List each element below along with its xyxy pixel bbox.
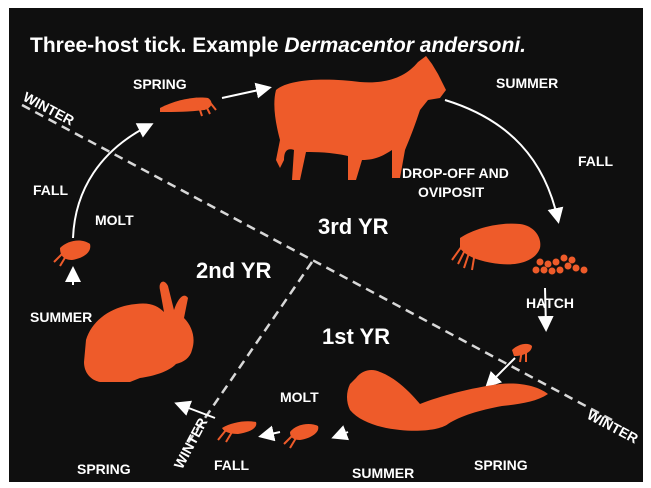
rabbit-host-icon bbox=[84, 282, 194, 382]
label-molt-bottom: MOLT bbox=[280, 389, 319, 405]
arrow-nymph-to-cow bbox=[222, 88, 268, 98]
label-winter-bottom-left: WINTER bbox=[171, 415, 211, 471]
label-hatch: HATCH bbox=[526, 295, 574, 311]
label-summer-left: SUMMER bbox=[30, 309, 92, 325]
nymph-tick-bottom-icon bbox=[218, 421, 256, 442]
label-summer-top: SUMMER bbox=[496, 75, 558, 91]
label-molt-left: MOLT bbox=[95, 212, 134, 228]
diagram-title: Three-host tick. Example Dermacentor and… bbox=[30, 34, 526, 57]
molting-tick-bottom-icon bbox=[284, 424, 318, 448]
year-label-third: 3rd YR bbox=[318, 214, 389, 239]
nymph-tick-top-icon bbox=[160, 97, 216, 116]
squirrel-host-icon bbox=[347, 370, 548, 431]
year-label-first: 1st YR bbox=[322, 324, 390, 349]
label-fall-left: FALL bbox=[33, 182, 68, 198]
arrow-molt-to-nymph-bottom bbox=[262, 432, 280, 436]
label-spring-top: SPRING bbox=[133, 76, 187, 92]
label-fall-bottom: FALL bbox=[214, 457, 249, 473]
molting-tick-left-icon bbox=[54, 241, 90, 266]
arrow-squirrel-to-molt bbox=[335, 432, 348, 437]
label-summer-bottom: SUMMER bbox=[352, 465, 414, 481]
cow-host-icon bbox=[274, 56, 446, 180]
arrow-cow-to-eggs bbox=[445, 100, 558, 220]
label-winter-bottom-right: WINTER bbox=[585, 407, 641, 447]
engorged-female-tick-icon bbox=[452, 224, 540, 270]
egg-cluster-icon bbox=[533, 255, 588, 275]
label-fall-right: FALL bbox=[578, 153, 613, 169]
label-spring-bottom-right: SPRING bbox=[474, 457, 528, 473]
label-spring-bottom-left: SPRING bbox=[77, 461, 131, 477]
year-label-second: 2nd YR bbox=[196, 258, 272, 283]
label-oviposit: OVIPOSIT bbox=[418, 184, 485, 200]
label-drop-off: DROP-OFF AND bbox=[402, 165, 509, 181]
